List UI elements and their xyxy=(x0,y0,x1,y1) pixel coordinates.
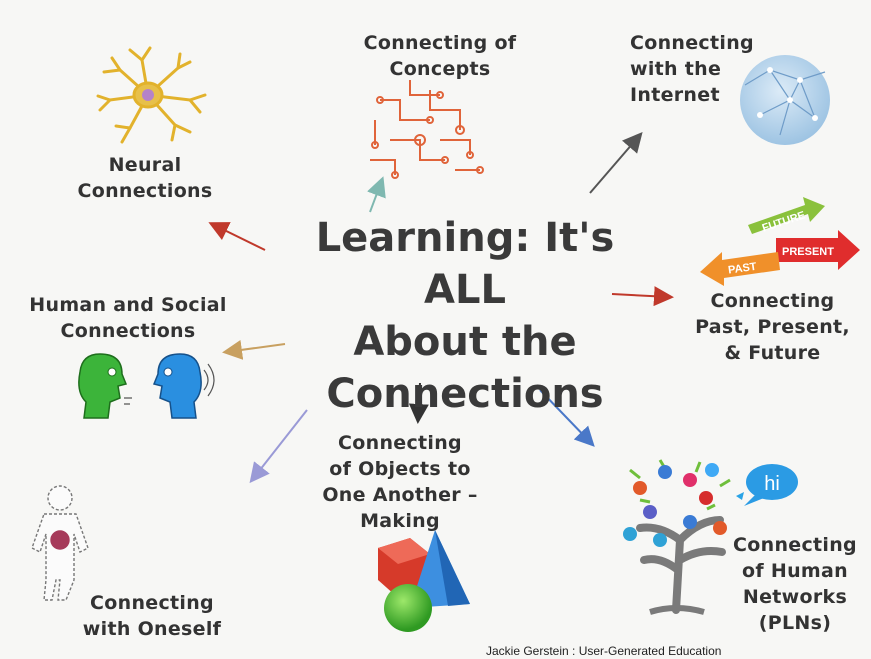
node-networks-line-2: of Human xyxy=(742,560,848,582)
center-title-line-2: About the xyxy=(353,319,577,365)
node-social-line-2: Connections xyxy=(60,320,196,342)
arrow-to-oneself xyxy=(249,409,308,484)
globe-icon xyxy=(740,55,830,145)
future-arrow: FUTURE xyxy=(748,197,825,235)
arrow-to-internet xyxy=(589,131,643,194)
node-concepts: Connecting of Concepts xyxy=(330,30,550,82)
node-internet-line-2: with the xyxy=(630,58,722,80)
neuron-icon xyxy=(96,46,207,144)
center-title-line-3: Connections xyxy=(326,371,604,417)
node-objects-line-2: of Objects to xyxy=(329,458,471,480)
person-outline-icon xyxy=(31,485,89,601)
node-social-line-1: Human and Social xyxy=(29,294,227,316)
shapes-icon xyxy=(378,530,470,632)
node-oneself-line-2: with Oneself xyxy=(82,618,222,640)
node-objects: Connecting of Objects to One Another – M… xyxy=(295,430,505,534)
arrow-to-social xyxy=(222,339,286,360)
past-label: PAST xyxy=(727,261,757,277)
node-neural-line-1: Neural xyxy=(108,154,182,176)
arrow-to-concepts xyxy=(367,176,386,213)
node-networks: Connecting of Human Networks (PLNs) xyxy=(720,532,870,636)
arrow-to-neural xyxy=(208,222,266,251)
node-concepts-line-1: Connecting of xyxy=(363,32,517,54)
node-time-line-3: & Future xyxy=(724,342,821,364)
node-internet: Connecting with the Internet xyxy=(630,30,760,108)
node-oneself-line-1: Connecting xyxy=(90,592,214,614)
present-label: PRESENT xyxy=(782,246,834,258)
node-networks-line-3: Networks xyxy=(742,586,848,608)
speech-bubble xyxy=(746,464,798,500)
node-neural-line-2: Connections xyxy=(77,180,213,202)
arrow-to-networks xyxy=(539,389,595,447)
node-internet-line-1: Connecting xyxy=(630,32,754,54)
network-tree-icon: hi xyxy=(623,459,798,615)
node-objects-line-1: Connecting xyxy=(338,432,462,454)
node-time-line-2: Past, Present, xyxy=(695,316,850,338)
node-networks-line-4: (PLNs) xyxy=(758,612,832,634)
circuit-icon xyxy=(370,80,484,179)
node-objects-line-4: Making xyxy=(360,510,440,532)
node-objects-line-3: One Another – xyxy=(322,484,478,506)
speech-bubble-text: hi xyxy=(764,473,780,495)
arrow-to-time xyxy=(611,286,674,307)
node-neural: Neural Connections xyxy=(60,152,230,204)
node-networks-line-1: Connecting xyxy=(733,534,857,556)
node-concepts-line-2: Concepts xyxy=(389,58,491,80)
arrow-to-objects xyxy=(408,382,429,424)
node-time: Connecting Past, Present, & Future xyxy=(680,288,865,366)
node-time-line-1: Connecting xyxy=(710,290,835,312)
node-oneself: Connecting with Oneself xyxy=(62,590,242,642)
talking-heads-icon xyxy=(78,353,215,419)
present-arrow: PRESENT xyxy=(776,230,860,270)
center-title-line-1: Learning: It's ALL xyxy=(315,215,615,313)
time-arrows: FUTURE PRESENT PAST xyxy=(700,197,860,286)
past-arrow: PAST xyxy=(700,252,780,286)
center-title: Learning: It's ALL About the Connections xyxy=(270,212,660,420)
node-internet-line-3: Internet xyxy=(630,84,720,106)
node-social: Human and Social Connections xyxy=(8,292,248,344)
credit-text: Jackie Gerstein : User-Generated Educati… xyxy=(486,644,722,658)
